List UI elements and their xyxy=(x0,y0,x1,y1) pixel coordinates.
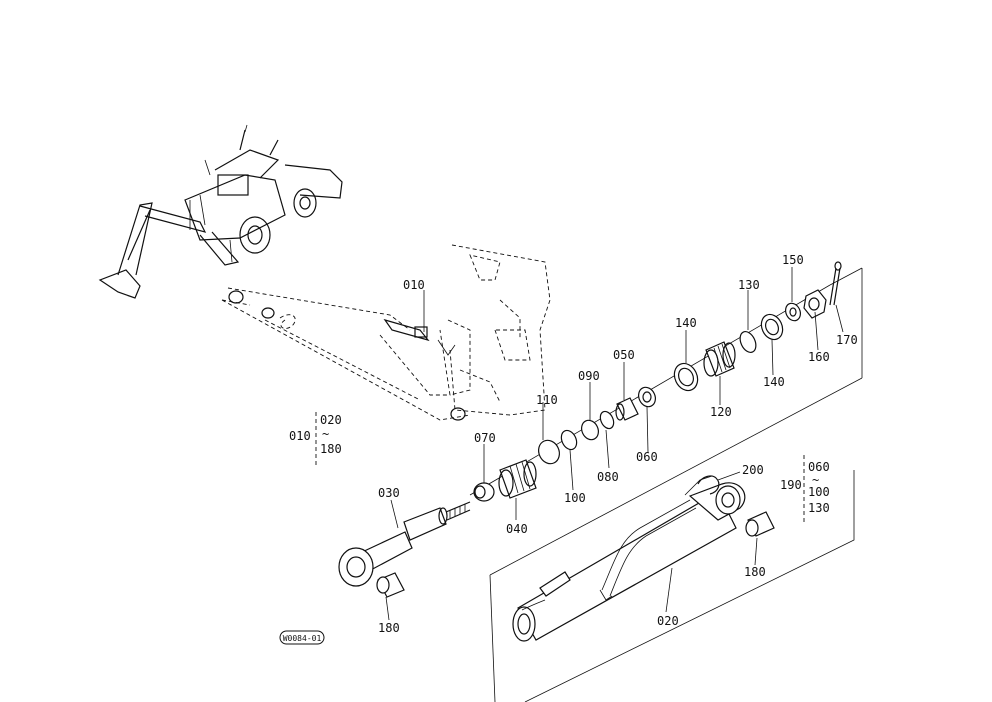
piston-rod xyxy=(338,501,471,587)
ring-140-b xyxy=(760,313,784,341)
ring-090 xyxy=(581,419,599,441)
label-030: 030 xyxy=(378,486,400,500)
label-020: 020 xyxy=(657,614,679,628)
label-120: 120 xyxy=(710,405,732,419)
drawing-id-text: W0084-01 xyxy=(283,634,322,643)
label-160: 160 xyxy=(808,350,830,364)
label-180-b: 180 xyxy=(744,565,766,579)
group-190-from: 060 xyxy=(808,460,830,474)
ring-140-a xyxy=(673,362,699,392)
label-040: 040 xyxy=(506,522,528,536)
bellows-040 xyxy=(498,459,537,499)
group-190-mid: 100 xyxy=(808,485,830,499)
label-070: 070 xyxy=(474,431,496,445)
cylinder-tube-020 xyxy=(512,475,746,642)
group-190-tilde: ~ xyxy=(812,473,819,487)
label-180-a: 180 xyxy=(378,621,400,635)
bushing-left xyxy=(376,572,405,598)
label-100: 100 xyxy=(564,491,586,505)
group-010-head: 010 xyxy=(289,429,311,443)
bushing-right xyxy=(745,511,775,537)
label-200: 200 xyxy=(742,463,764,477)
label-090: 090 xyxy=(578,369,600,383)
label-130: 130 xyxy=(738,278,760,292)
label-140-a: 140 xyxy=(675,316,697,330)
label-050: 050 xyxy=(613,348,635,362)
label-060: 060 xyxy=(636,450,658,464)
ring-130 xyxy=(739,331,757,353)
nut-160 xyxy=(803,289,827,319)
washer-150 xyxy=(785,302,801,322)
label-140-b: 140 xyxy=(763,375,785,389)
group-010-tilde: ~ xyxy=(322,427,329,441)
piston-120 xyxy=(703,341,736,377)
label-110: 110 xyxy=(536,393,558,407)
group-010-from: 020 xyxy=(320,413,342,427)
swing-frame-arm xyxy=(221,244,551,421)
label-080: 080 xyxy=(597,470,619,484)
hose-200 xyxy=(697,475,720,495)
label-150: 150 xyxy=(782,253,804,267)
sleeve-050 xyxy=(615,397,639,421)
ring-080 xyxy=(599,410,615,430)
label-170: 170 xyxy=(836,333,858,347)
cotter-pin-170 xyxy=(829,261,842,306)
group-190: 190 060 ~ 100 130 xyxy=(780,455,830,522)
ring-060 xyxy=(638,386,656,408)
nut-070 xyxy=(473,482,495,502)
group-190-head: 190 xyxy=(780,478,802,492)
group-190-to: 130 xyxy=(808,501,830,515)
leader-lines xyxy=(385,267,844,621)
label-010: 010 xyxy=(403,278,425,292)
cylinder-frame xyxy=(489,267,863,702)
backhoe-thumbnail xyxy=(98,124,343,299)
ring-100 xyxy=(560,429,578,451)
ring-110 xyxy=(538,439,560,465)
drawing-id-badge: W0084-01 xyxy=(279,630,325,645)
group-010-to: 180 xyxy=(320,442,342,456)
group-010: 010 020 ~ 180 xyxy=(289,412,342,465)
